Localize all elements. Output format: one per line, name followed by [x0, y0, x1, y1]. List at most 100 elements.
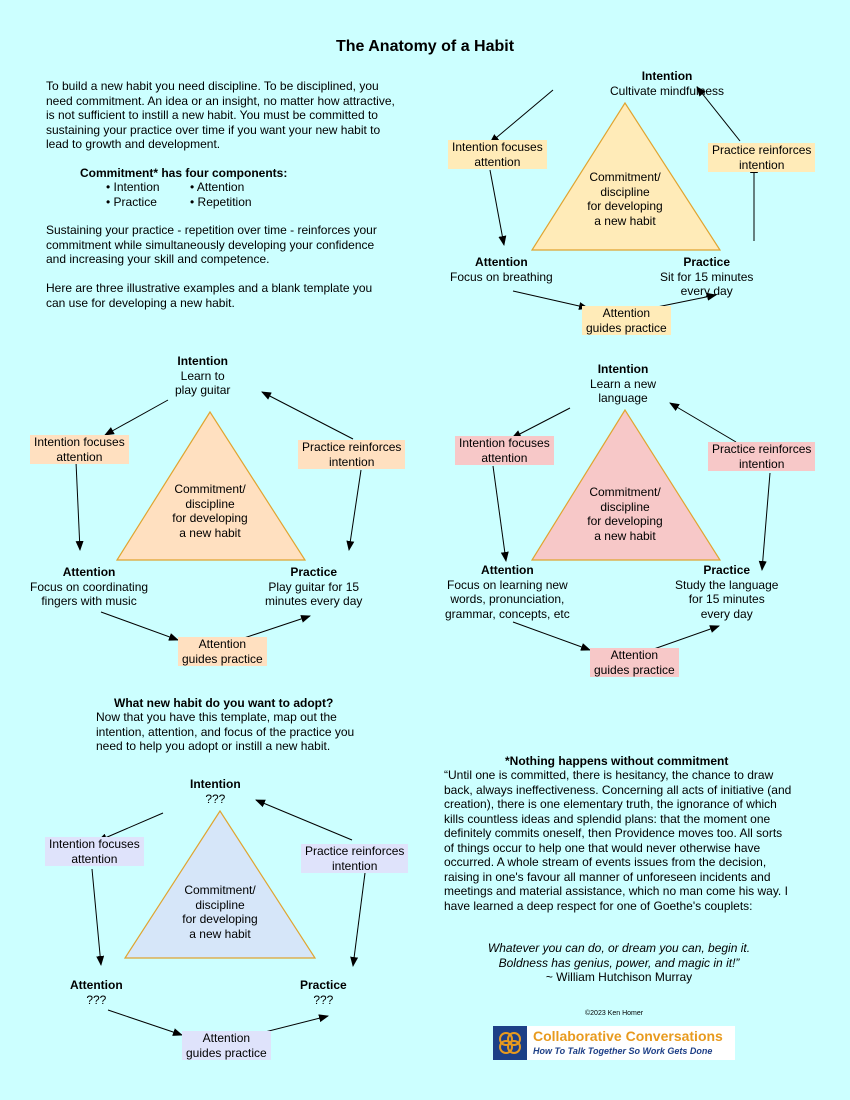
- components-heading: Commitment* has four components:: [80, 166, 288, 180]
- cycle-arrow: [107, 1009, 183, 1036]
- commitment-triangle: [530, 408, 722, 561]
- component-item: • Repetition: [190, 195, 252, 209]
- attention-guides-box: Attention guides practice: [590, 648, 679, 677]
- goethe-couplet: Whatever you can do, or dream you can, b…: [444, 941, 794, 985]
- what-new-body: Now that you have this template, map out…: [96, 710, 355, 753]
- intention-node-title: Intention: [177, 354, 229, 368]
- practice-node-text: Sit for 15 minutes every day: [660, 269, 754, 299]
- cycle-arrow: [650, 625, 720, 651]
- practice-node-title: Practice: [703, 563, 751, 577]
- quote-author: ~ William Hutchison Murray: [545, 970, 693, 984]
- quote-heading: *Nothing happens without commitment: [505, 754, 729, 768]
- logo-mark-icon: [493, 1026, 527, 1060]
- habit-diagram-guitar: Commitment/ discipline for developing a …: [25, 350, 415, 670]
- attention-guides-box: Attention guides practice: [582, 306, 671, 335]
- practice-reinforces-box: Practice reinforces intention: [708, 143, 816, 172]
- sustaining-paragraph: Sustaining your practice - repetition ov…: [46, 223, 377, 266]
- cycle-arrow: [237, 615, 311, 641]
- intention-focuses-box: Intention focuses attention: [455, 436, 554, 465]
- attention-node-text: Focus on coordinating fingers with music: [30, 579, 149, 609]
- quote-body: “Until one is committed, there is hesita…: [444, 768, 792, 913]
- diagram-graphics: [489, 86, 758, 310]
- couplet-line: Boldness has genius, power, and magic in…: [498, 955, 740, 970]
- triangle-label: Commitment/ discipline for developing a …: [587, 485, 663, 543]
- cycle-arrow: [669, 402, 737, 443]
- habit-diagram-template: Commitment/ discipline for developing a …: [40, 773, 420, 1068]
- triangle-label: Commitment/ discipline for developing a …: [587, 170, 663, 228]
- cycle-arrow: [255, 799, 353, 841]
- intention-node-title: Intention: [597, 362, 649, 376]
- component-item: • Attention: [190, 180, 245, 194]
- intention-node-text: Cultivate mindfulness: [610, 83, 725, 98]
- diagram-graphics: [75, 391, 362, 641]
- component-item: • Intention: [106, 180, 160, 194]
- diagram-graphics: [492, 402, 771, 651]
- cycle-arrow: [97, 812, 164, 842]
- logo-tagline: How To Talk Together So Work Gets Done: [533, 1046, 713, 1056]
- attention-node-title: Attention: [62, 565, 116, 579]
- commitment-triangle: [123, 809, 317, 959]
- what-new-heading: What new habit do you want to adopt?: [114, 696, 334, 710]
- intention-node-text: Learn a new language: [590, 376, 657, 406]
- cycle-arrow: [75, 461, 84, 551]
- commitment-triangle: [530, 101, 722, 251]
- practice-node-title: Practice: [290, 565, 338, 579]
- cycle-arrow: [489, 89, 554, 144]
- practice-node-text: ???: [313, 992, 334, 1007]
- attention-node: Attention???: [70, 978, 123, 1007]
- practice-node-text: Play guitar for 15 minutes every day: [265, 579, 363, 609]
- attention-node-text: Focus on breathing: [450, 269, 553, 284]
- attention-node-title: Attention: [475, 255, 528, 269]
- triangle-label: Commitment/ discipline for developing a …: [172, 482, 248, 540]
- intention-focuses-box: Intention focuses attention: [45, 837, 144, 866]
- attention-node-text: Focus on learning new words, pronunciati…: [445, 577, 570, 621]
- component-item: • Practice: [106, 195, 157, 209]
- cycle-arrow: [350, 872, 366, 967]
- practice-reinforces-box: Practice reinforces intention: [298, 440, 406, 469]
- attention-guides-box: Attention guides practice: [182, 1031, 271, 1060]
- practice-node-text: Study the language for 15 minutes every …: [675, 577, 779, 621]
- intention-node: Intention???: [190, 777, 241, 806]
- page-title: The Anatomy of a Habit: [335, 38, 515, 55]
- cycle-arrow: [511, 407, 571, 439]
- practice-reinforces-box: Practice reinforces intention: [301, 844, 409, 873]
- cycle-arrow: [100, 611, 179, 641]
- intention-node-title: Intention: [641, 69, 693, 83]
- practice-node: Practice???: [300, 978, 347, 1007]
- cycle-arrow: [91, 868, 105, 966]
- attention-guides-box: Attention guides practice: [178, 637, 267, 666]
- logo: Collaborative Conversations How To Talk …: [493, 1026, 735, 1060]
- cycle-arrow: [261, 391, 354, 440]
- attention-node-title: Attention: [481, 563, 534, 577]
- attention-node-title: Attention: [70, 978, 123, 992]
- intention-node-text: Learn to play guitar: [175, 368, 231, 398]
- cycle-arrow: [758, 472, 771, 571]
- copyright: ©2023 Ken Homer: [585, 1010, 644, 1017]
- practice-reinforces-box: Practice reinforces intention: [708, 442, 816, 471]
- logo-title: Collaborative Conversations: [533, 1028, 723, 1044]
- practice-node-title: Practice: [683, 255, 731, 269]
- diagram-graphics: [91, 799, 366, 1036]
- intention-focuses-box: Intention focuses attention: [448, 140, 547, 169]
- commitment-triangle: [115, 410, 307, 561]
- cycle-arrow: [346, 469, 362, 551]
- couplet-line: Whatever you can do, or dream you can, b…: [487, 941, 751, 955]
- intention-focuses-box: Intention focuses attention: [30, 435, 129, 464]
- cycle-arrow: [696, 86, 741, 142]
- intention-node-title: Intention: [190, 777, 241, 791]
- cycle-arrow: [512, 621, 591, 651]
- examples-paragraph: Here are three illustrative examples and…: [46, 281, 373, 310]
- cycle-arrow: [512, 290, 589, 310]
- practice-node-title: Practice: [300, 978, 347, 992]
- cycle-arrow: [489, 169, 507, 246]
- habit-diagram-language: Commitment/ discipline for developing a …: [440, 358, 820, 683]
